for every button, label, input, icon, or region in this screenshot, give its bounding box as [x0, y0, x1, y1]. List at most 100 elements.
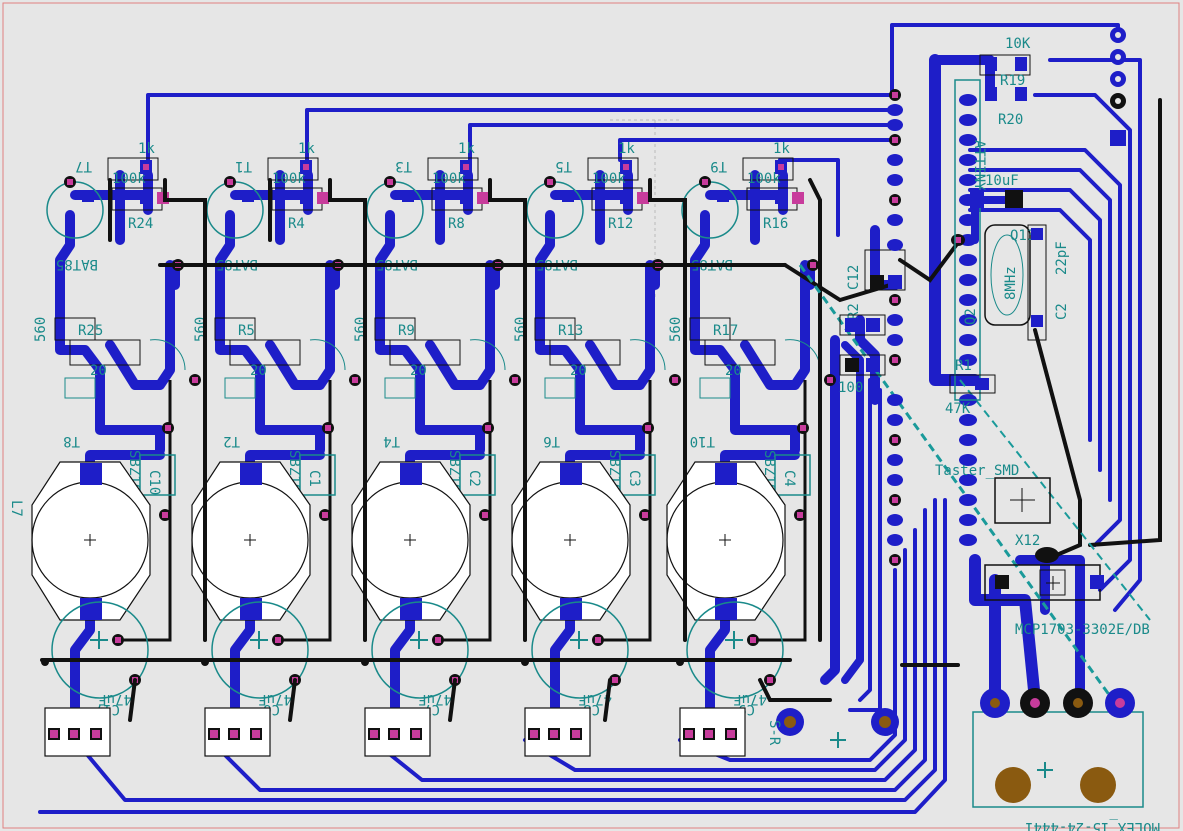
- r-low-ref-label: R25: [78, 323, 103, 339]
- zener-outline: [299, 454, 336, 496]
- via-core: [612, 677, 618, 683]
- mid-pin: [887, 334, 903, 346]
- stage-4: 1k100kR12T5BAT85560R1320T6SBZ10C347nFC84…: [511, 141, 681, 757]
- r-top-value2-label: 100k: [432, 171, 466, 187]
- c10uf-label: 10uF: [985, 173, 1019, 189]
- ic-pin: [959, 354, 977, 366]
- pad: [717, 190, 729, 202]
- transistor-b-label: T2: [223, 433, 240, 449]
- cap2-value-label: 47uF: [258, 691, 292, 707]
- r-top-body: [107, 157, 159, 181]
- conn-pin-core: [50, 730, 58, 738]
- mosfet-body: [549, 339, 621, 366]
- pad: [402, 190, 414, 202]
- conn-pin-core: [92, 730, 100, 738]
- r-low-ref-label: R17: [713, 323, 738, 339]
- r-low-value-label: 560: [668, 317, 684, 342]
- pad: [300, 190, 312, 204]
- zener-outline: [459, 454, 496, 496]
- r-top-body: [267, 157, 319, 181]
- ic-pin-lower: [959, 534, 977, 546]
- cap2-value-label: 47uF: [733, 691, 767, 707]
- top-wires: [40, 98, 1162, 722]
- via-core: [547, 179, 553, 185]
- silk-arc: [629, 339, 666, 371]
- r-top-body: [427, 157, 479, 181]
- ic-pin: [959, 314, 977, 326]
- silk-box: [64, 377, 96, 399]
- via-core: [892, 92, 898, 98]
- wire: [755, 380, 807, 642]
- r19-label: R19: [1000, 73, 1025, 89]
- r-top-value2-label: 100k: [112, 171, 146, 187]
- ic-pin: [959, 334, 977, 346]
- cap2-outline: [211, 601, 309, 699]
- cap2-outline: [51, 601, 149, 699]
- pad: [620, 190, 632, 204]
- via-core: [485, 425, 491, 431]
- trace: [425, 260, 495, 390]
- trace: [415, 410, 485, 455]
- via-core: [892, 197, 898, 203]
- r-top-body: [587, 157, 639, 181]
- r-top-value-label: 1k: [138, 141, 155, 157]
- zener-outline: [774, 454, 811, 496]
- r19-body: [979, 54, 1031, 76]
- crystal-body: [984, 224, 1031, 326]
- coil-pad: [80, 463, 102, 485]
- via-core: [482, 512, 488, 518]
- mhz-label: 8MHz: [1003, 266, 1019, 300]
- r1-label: R1: [955, 358, 972, 374]
- left-ref-label: L7: [8, 500, 24, 517]
- mid-pin: [887, 394, 903, 406]
- via-core: [387, 179, 393, 185]
- pad-core: [317, 192, 329, 204]
- coil-outline: [511, 461, 631, 621]
- cap-label: C4: [781, 470, 797, 487]
- conn-pin-core: [550, 730, 558, 738]
- r-top-value-label: 1k: [458, 141, 475, 157]
- r-low-value-label: 560: [33, 317, 49, 342]
- silk-arc: [149, 339, 186, 371]
- trace: [535, 210, 585, 420]
- silk-box: [384, 377, 416, 399]
- cap-label: C1: [306, 470, 322, 487]
- r-low-ref-label: R5: [238, 323, 255, 339]
- q13-label: Q13: [1010, 228, 1035, 244]
- pad-core: [623, 164, 629, 170]
- mid-pin: [887, 514, 903, 526]
- pad: [140, 190, 152, 204]
- via-core: [827, 377, 833, 383]
- via-core: [322, 512, 328, 518]
- via-core: [800, 425, 806, 431]
- conn-pin-core: [685, 730, 693, 738]
- via-core: [642, 512, 648, 518]
- transistor-ref-label: T5: [555, 158, 572, 174]
- ic-pin-core: [955, 237, 961, 243]
- r-top-ref-label: R4: [288, 216, 305, 232]
- sr-label: S-R: [766, 720, 782, 746]
- q2-label: Q2: [963, 308, 979, 325]
- r-low-ref-label: R9: [398, 323, 415, 339]
- r20-label: R20: [998, 112, 1023, 128]
- ic-pin: [959, 214, 977, 226]
- r-top-body: [742, 157, 794, 181]
- c2-label: C2: [1054, 303, 1070, 320]
- c12-label: C12: [846, 265, 862, 290]
- coil-outline: [351, 461, 471, 621]
- via-core: [67, 179, 73, 185]
- pad: [562, 190, 574, 202]
- ic-label: ATTINY: [971, 140, 987, 191]
- via-core: [275, 637, 281, 643]
- r-top-value-label: 1k: [618, 141, 635, 157]
- trace: [690, 210, 740, 420]
- wire: [120, 380, 172, 642]
- wire: [280, 380, 332, 642]
- r10k-label: 10K: [1005, 36, 1031, 52]
- transistor-ref-label: T9: [710, 158, 727, 174]
- conn-pin-core: [70, 730, 78, 738]
- stages-layer: 1k100kR24T7BAT85560R2520T8SBZ10C1047nFC1…: [31, 141, 836, 757]
- mosfet-body: [704, 339, 776, 366]
- via-core: [165, 425, 171, 431]
